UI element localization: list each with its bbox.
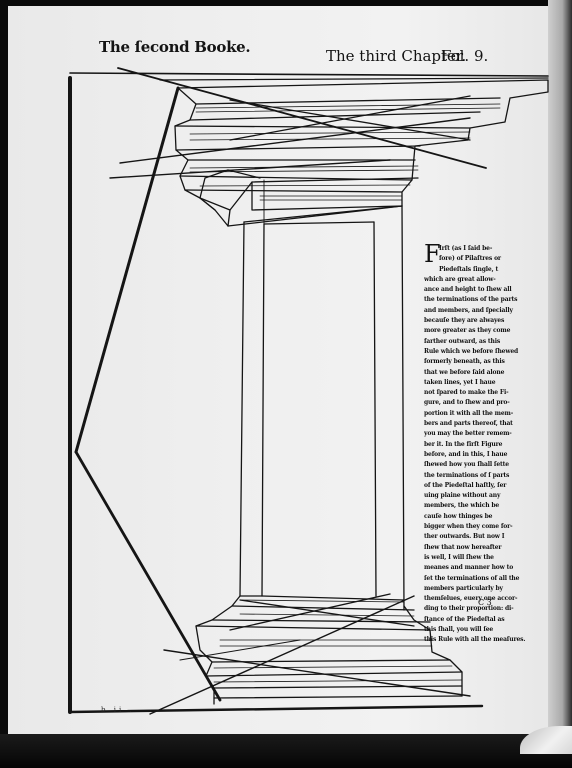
page-bottom-shadow [0, 734, 572, 768]
running-head-folio: Fol. 9. [441, 47, 489, 65]
text-line: Rule which we before ſhewed [424, 347, 519, 355]
frame-bottom-rule [68, 704, 484, 714]
text-line: ther outwards. But now I [424, 533, 505, 541]
text-line: meanes and manner how to [424, 564, 514, 572]
text-line: Piedeſtals ſingle, t [439, 265, 499, 273]
text-line: of the Piedeſtal haſtly, ſer [424, 481, 507, 489]
running-head-chapter: The third Chapter. [326, 47, 467, 65]
text-line: bers and parts thereof, that [424, 420, 513, 428]
text-line: members, the which be [424, 502, 500, 510]
text-line: cauſe how thinges be [424, 512, 493, 520]
text-line: not ſpared to make the Fi- [424, 389, 509, 397]
text-line: which are great allow- [424, 275, 496, 283]
body-text-column: Irſt (as I ſaid be- fore) of Pilaſtres o… [424, 244, 544, 646]
text-line: the terminations of ſ parts [424, 471, 510, 479]
text-line: farther outward, as this [424, 337, 501, 345]
header-rule [69, 72, 549, 77]
text-line: ſhew that now hereafter [424, 543, 502, 551]
ray-lower [74, 450, 222, 702]
running-head-book-title: The ſecond Booke. [99, 38, 251, 56]
text-line: more greater as they come [424, 327, 511, 335]
text-line: uing plaine without any [424, 492, 501, 500]
text-line: that we before ſaid alone [424, 368, 505, 376]
catchword: C 3 [478, 598, 492, 607]
text-line: ance and height to ſhew all [424, 286, 512, 294]
ray-base-1 [163, 649, 471, 697]
pedestal-shaft [239, 179, 405, 611]
text-line: Irſt (as I ſaid be- [439, 245, 493, 252]
text-line: before, and in this, I haue [424, 450, 508, 458]
text-line: ber it. In the firſt Figure [424, 440, 503, 448]
text-line: is well, I will ſhew the [424, 553, 494, 561]
ray-base-3 [179, 639, 301, 661]
text-line: formerly beneath, as this [424, 358, 505, 366]
text-line: this Rule with all the meaſures. [424, 636, 526, 644]
diagonal-top-4 [109, 159, 391, 179]
capital-block [174, 79, 549, 227]
text-line: gure, and to ſhew and pro- [424, 399, 510, 407]
text-line: this ſhall, you will ſee [424, 625, 494, 633]
base-block [195, 593, 463, 705]
text-line: portion it with all the mem- [424, 409, 514, 417]
text-line: members particularly by [424, 584, 503, 592]
text-line: you may the better remem- [424, 430, 512, 438]
drop-capital: F [424, 240, 441, 268]
text-line: the terminations of the parts [424, 296, 518, 304]
text-line: fore) of Pilaſtres or [439, 255, 501, 263]
ray-upper [74, 86, 180, 454]
ray-base-2 [149, 595, 415, 715]
page-edge-shadow [548, 0, 572, 768]
text-line: and members, and ſpecially [424, 306, 513, 314]
signature-marks: b ii . [101, 706, 135, 714]
text-line: ſtance of the Piedeſtal as [424, 615, 505, 623]
text-line: themſelues, euery one accor- [424, 595, 518, 603]
diagonal-top [117, 67, 487, 169]
text-line: ding to their proportion: di- [424, 605, 514, 613]
text-line: becauſe they are alwayes [424, 317, 505, 325]
text-line: bigger when they come for- [424, 523, 513, 531]
text-line: taken lines, yet I haue [424, 378, 496, 386]
text-line: ſet the terminations of all the [424, 574, 520, 582]
diagonal-top-2 [159, 77, 549, 81]
diagonal-top-3 [119, 117, 471, 164]
text-line: ſhewed how you ſhall ſette [424, 461, 509, 469]
